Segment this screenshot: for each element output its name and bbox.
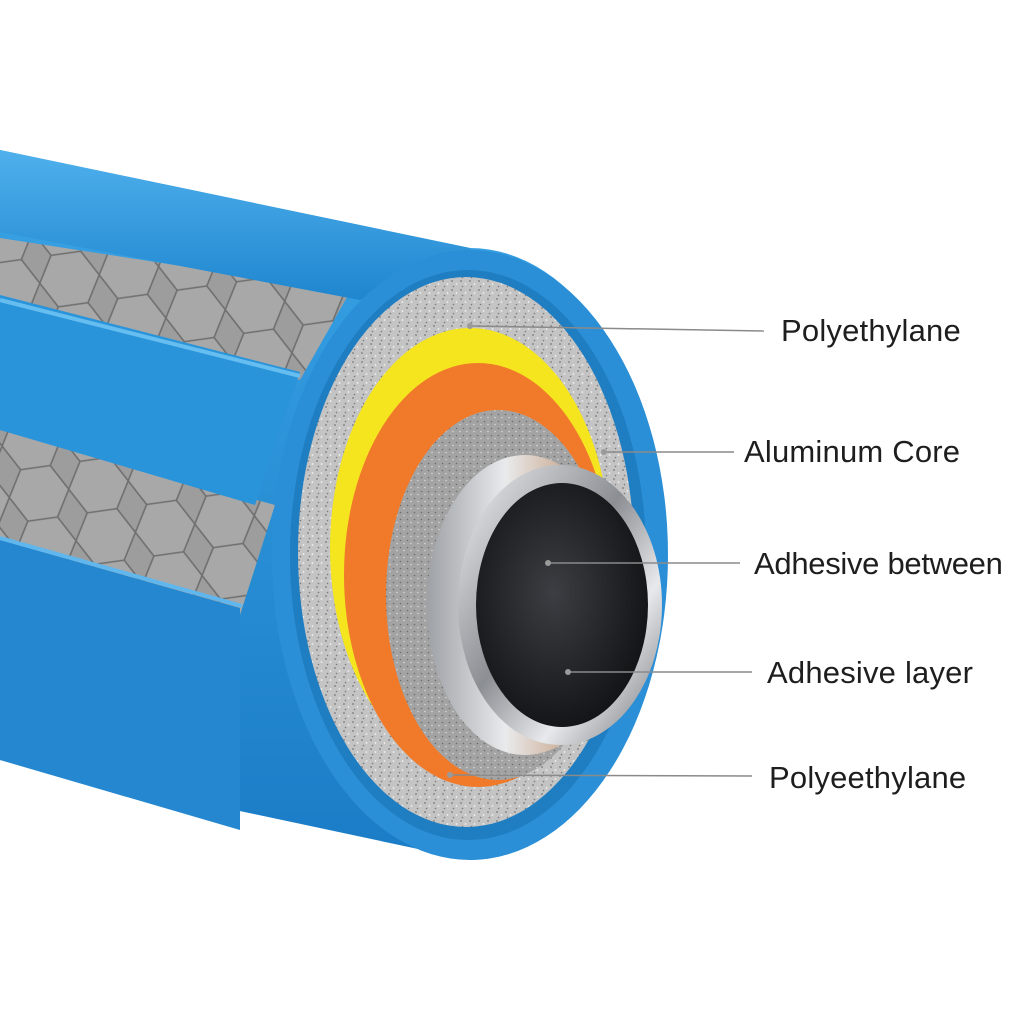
- callout-label-adhesive-between: Adhesive between: [754, 546, 1003, 581]
- leader-line-1: [469, 325, 765, 332]
- jacket-strip-lower: [0, 540, 240, 830]
- honeycomb-band-upper: [0, 238, 350, 380]
- pipe-bore: [476, 483, 648, 727]
- jacket-strip-top: [0, 150, 470, 300]
- callout-label-aluminum-core: Aluminum Core: [744, 434, 961, 469]
- leader-lines: [449, 325, 765, 777]
- leader-line-5: [449, 774, 753, 777]
- callout-label-polyeethylane-bottom: Polyeethylane: [769, 760, 967, 795]
- jacket-strip-middle: [0, 295, 300, 505]
- callout-label-polyethylane-top: Polyethylane: [781, 313, 961, 348]
- callout-label-adhesive-layer: Adhesive layer: [767, 655, 974, 690]
